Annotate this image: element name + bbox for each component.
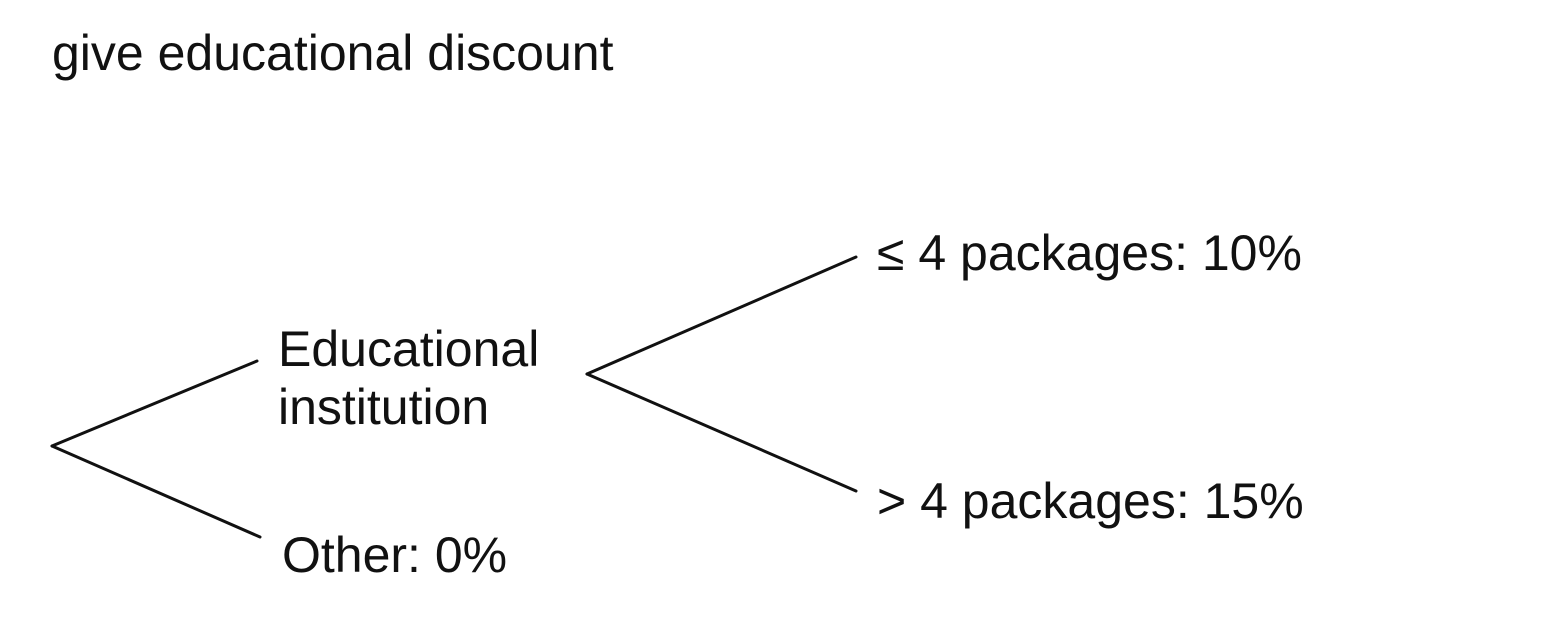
branch-line-root-to-educational <box>50 359 259 448</box>
diagram-title: give educational discount <box>52 25 614 81</box>
branch-line-educational-to-gt4 <box>585 372 858 493</box>
node-educational-institution: Educational institution <box>278 320 539 436</box>
branch-line-root-to-other <box>50 444 262 539</box>
node-educational-line1: Educational <box>278 321 540 377</box>
leaf-other: Other: 0% <box>282 527 508 583</box>
leaf-le4-packages: ≤ 4 packages: 10% <box>877 225 1302 281</box>
node-educational-line2: institution <box>278 379 490 435</box>
branch-line-educational-to-le4 <box>585 255 858 376</box>
leaf-gt4-packages: > 4 packages: 15% <box>877 473 1304 529</box>
